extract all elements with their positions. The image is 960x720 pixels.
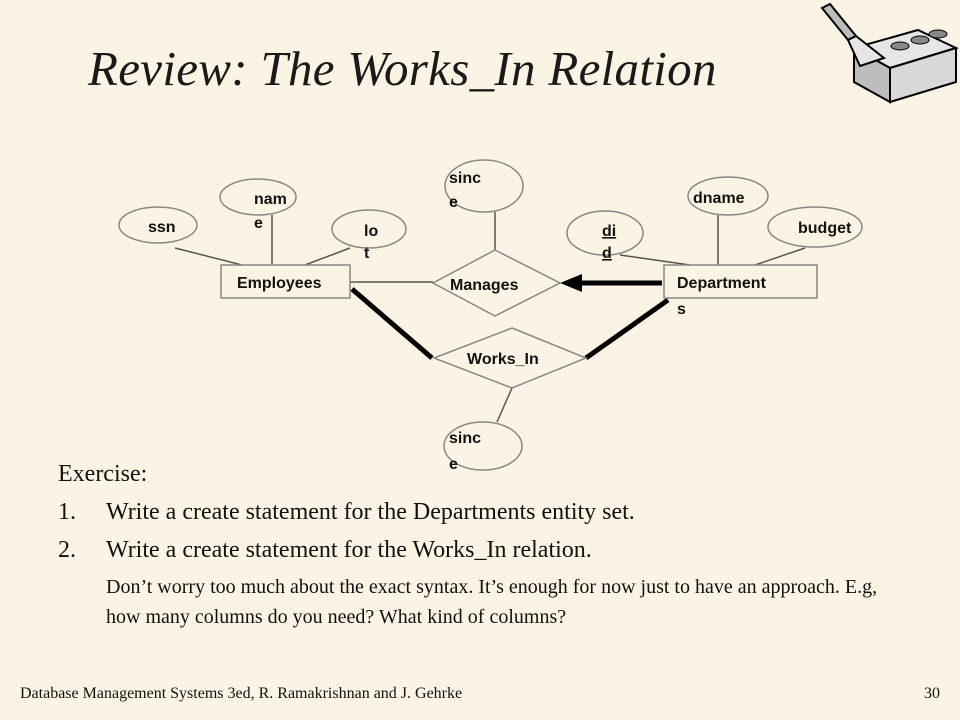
since-bottom-connector (496, 387, 513, 423)
brick-trowel-logo (820, 2, 959, 104)
since-bottom-attribute (443, 421, 523, 471)
works-in-label: Works_In (467, 351, 539, 368)
name-label-line2: e (254, 215, 263, 232)
exercise-block: Exercise: 1. Write a create statement fo… (58, 455, 635, 569)
did-attribute (566, 210, 644, 256)
page-number: 30 (924, 685, 940, 702)
since-top-attribute (444, 159, 524, 213)
exercise-note: Don’t worry too much about the exact syn… (106, 576, 878, 628)
dname-attribute (687, 176, 769, 216)
since-bottom-label-line2: e (449, 456, 458, 473)
since-bottom-label-line1: sinc (449, 430, 481, 447)
ssn-attribute (118, 206, 198, 244)
exercise-item-2: 2. Write a create statement for the Work… (58, 531, 635, 569)
did-connector (619, 254, 691, 266)
slide-title: Review: The Works_In Relation (88, 41, 717, 96)
lot-label-line2: t (364, 245, 370, 262)
since-top-label-line1: sinc (449, 170, 481, 187)
employees-entity (220, 264, 351, 299)
ssn-label: ssn (148, 219, 176, 236)
exercise-item-number: 2. (58, 537, 76, 563)
since-top-label-line2: e (449, 194, 458, 211)
lot-connector (304, 247, 351, 266)
works-in-relationship (431, 327, 588, 389)
employees-worksin-thick-line (350, 287, 434, 360)
name-attribute (219, 178, 297, 216)
departments-entity (663, 264, 818, 299)
did-label-line2: d (602, 245, 612, 262)
exercise-item-text: Write a create statement for the Departm… (106, 499, 635, 525)
manages-relationship (431, 249, 562, 317)
departments-label-line1: Department (677, 275, 767, 292)
budget-label: budget (798, 220, 852, 237)
exercise-heading: Exercise: (58, 461, 148, 487)
employees-label: Employees (237, 275, 322, 292)
name-label-line1: nam (254, 191, 287, 208)
lot-label-line1: lo (364, 223, 378, 240)
did-label-line1: di (602, 223, 616, 240)
exercise-item-number: 1. (58, 499, 76, 525)
manages-label: Manages (450, 277, 519, 294)
departments-worksin-thick-line (584, 297, 670, 361)
exercise-item-text: Write a create statement for the Works_I… (106, 537, 592, 563)
lot-attribute (331, 209, 407, 249)
exercise-item-1: 1. Write a create statement for the Depa… (58, 493, 635, 531)
manages-arrowhead (560, 274, 582, 292)
budget-connector (754, 247, 806, 266)
ssn-connector (174, 247, 243, 266)
departments-label-line2: s (677, 301, 686, 318)
budget-attribute (767, 206, 863, 248)
slide-footer: Database Management Systems 3ed, R. Rama… (20, 685, 463, 702)
dname-label: dname (693, 190, 745, 207)
